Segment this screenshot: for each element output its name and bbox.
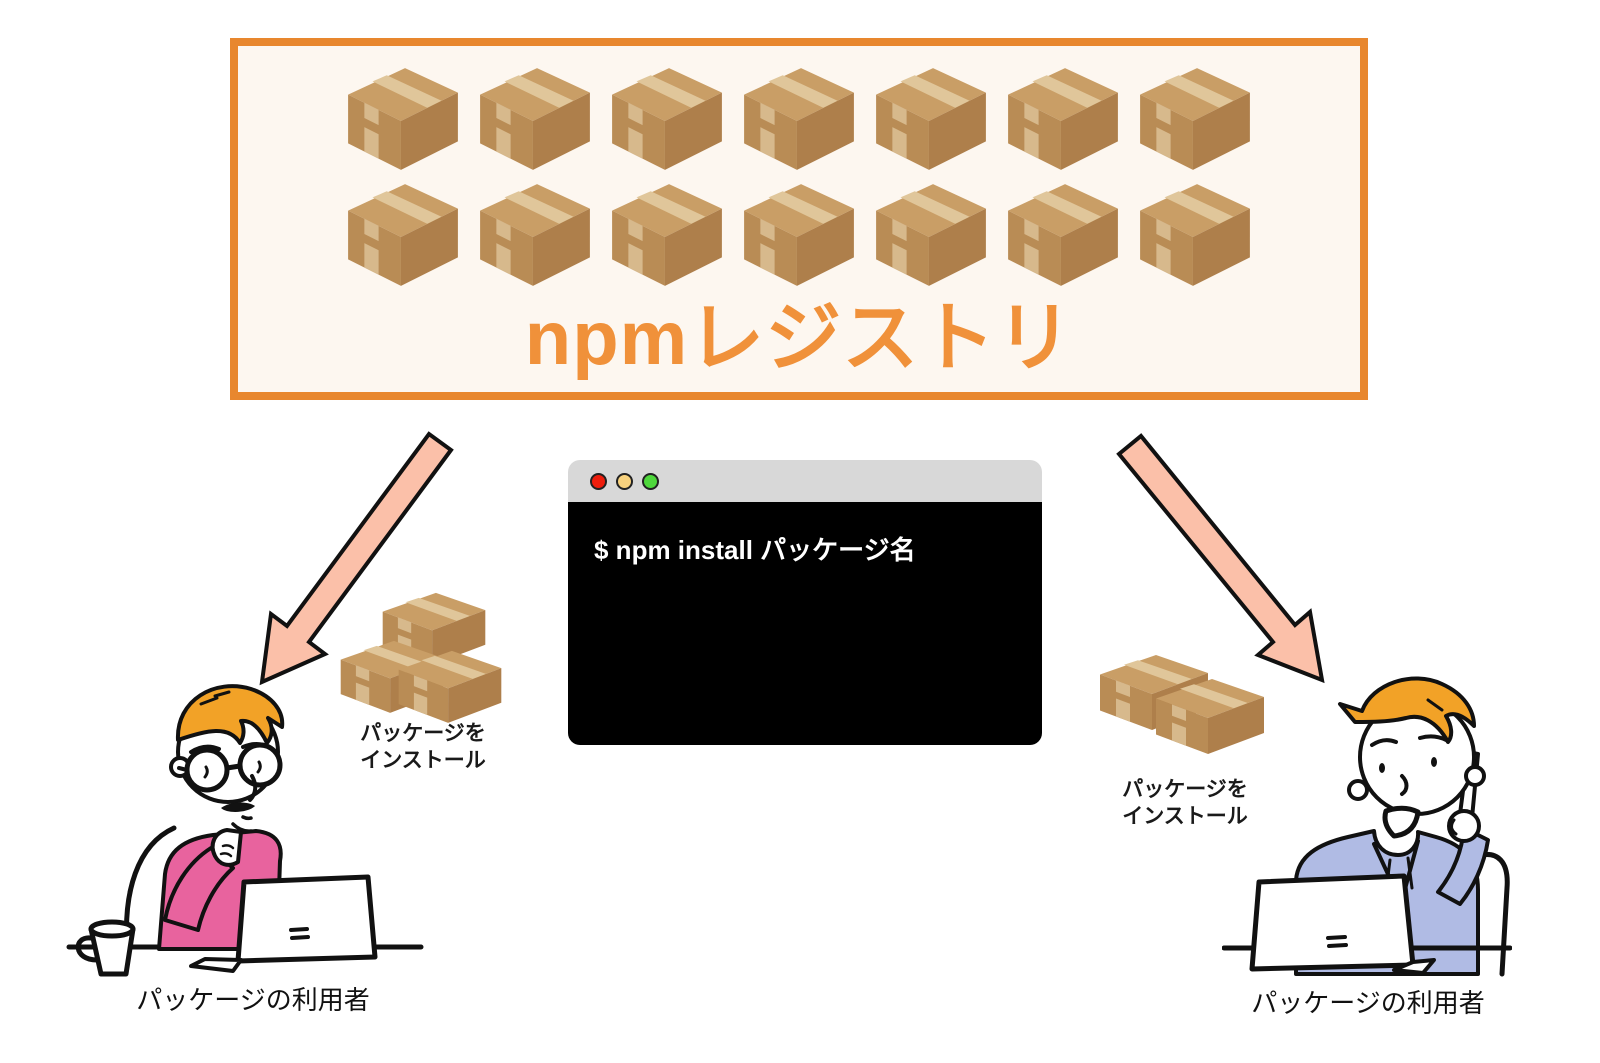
close-button[interactable] <box>590 472 607 490</box>
install-label-left: パッケージを インストール <box>360 722 486 772</box>
minimize-button[interactable] <box>616 472 633 490</box>
terminal-titlebar <box>568 460 1042 502</box>
arrow-down-right-icon <box>1116 433 1325 684</box>
package-box-icon <box>1008 184 1118 286</box>
user-caption-right: パッケージの利用者 <box>1251 988 1485 1018</box>
package-box-icon <box>876 184 986 286</box>
package-box-icon <box>612 68 722 170</box>
package-box-icon <box>1140 68 1250 170</box>
npm-registry-box: npmレジストリ <box>230 38 1368 400</box>
person-right-illustration <box>1222 676 1512 977</box>
person-left-illustration <box>66 684 424 977</box>
package-box-icon <box>1140 184 1250 286</box>
package-row-1 <box>342 64 1256 172</box>
package-box-icon <box>744 68 854 170</box>
package-box-icon <box>480 68 590 170</box>
registry-title: npmレジストリ <box>524 296 1074 381</box>
terminal-body: $ npm install パッケージ名 <box>568 502 1042 745</box>
package-box-icon <box>876 68 986 170</box>
terminal-window: $ npm install パッケージ名 <box>568 460 1042 745</box>
package-box-icon <box>480 184 590 286</box>
install-label-right: パッケージを インストール <box>1122 778 1248 828</box>
zoom-button[interactable] <box>642 472 659 490</box>
package-box-icon <box>348 68 458 170</box>
package-box-icon <box>1008 68 1118 170</box>
package-row-2 <box>342 180 1256 288</box>
package-box-icon <box>612 184 722 286</box>
user-caption-left: パッケージの利用者 <box>136 985 370 1015</box>
package-box-icon <box>744 184 854 286</box>
terminal-command: $ npm install パッケージ名 <box>594 535 916 565</box>
package-box-icon <box>348 184 458 286</box>
